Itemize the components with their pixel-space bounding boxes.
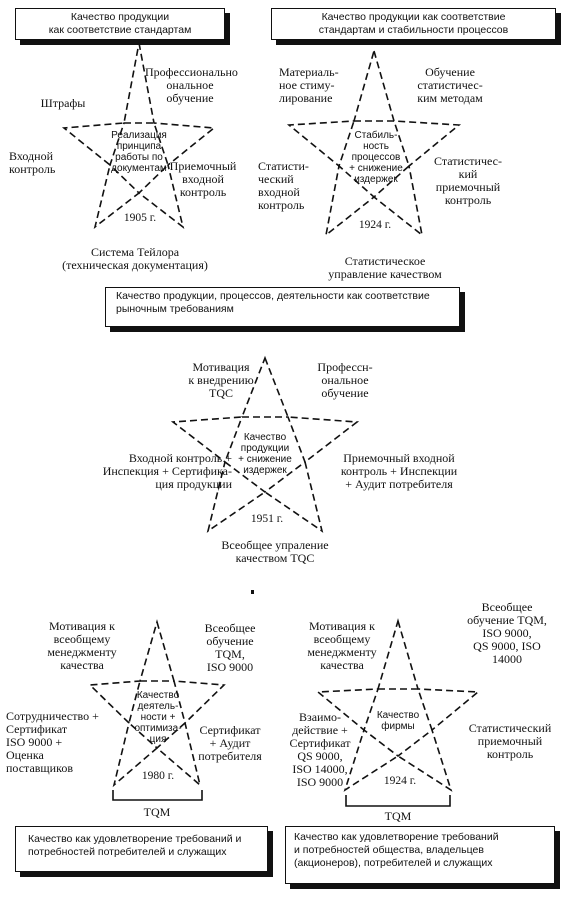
center-text-statistical: Стабиль- ность процессов + снижение изде… [349,130,403,185]
label-tqm-training-1: Всеобщее обучение TQM, ISO 9000 [204,621,256,674]
caption-taylor-system: Система Тейлора (техническая документаци… [62,245,208,272]
label-acceptance-inspection-audit: Приемочный входной контроль + Инспекции … [340,451,458,491]
caption-statistical-management: Статистическое управление качеством [328,254,442,281]
tqm-1980-base-bracket [112,790,203,801]
label-tqm-training-2: Всеобщее обучение TQM, ISO 9000, QS 9000… [467,600,547,666]
header-box-statistical: Качество продукции как соответствие стан… [271,8,556,40]
label-interaction-cert: Взаимо- действие + Сертификат QS 9000, I… [289,710,351,789]
label-material-incentive: Материаль- ное стиму- лирование [279,65,339,105]
star-inner-polygon-tqm-1980 [128,680,186,750]
label-input-inspection-cert: Входной контроль + Инспекция + Сертифика… [102,451,232,491]
year-1980: 1980 г. [141,770,175,782]
label-stat-input-control: Статисти- ческий входной контроль [258,159,309,212]
year-1924-a: 1924 г. [358,219,392,231]
tqm-firm-base-bracket [345,795,451,807]
label-acceptance-control-1: Приемочный входной контроль [169,159,237,199]
star-outline-tqc [170,355,360,533]
year-1951: 1951 г. [250,513,284,525]
year-1905: 1905 г. [123,212,157,224]
year-1924-b: 1924 г. [383,775,417,787]
label-cert-audit: Сертификат + Аудит потребителя [198,723,262,763]
caption-tqc: Всеобщее упраление качеством TQC [221,538,329,565]
label-tqm-motivation-2: Мотивация к всеобщему менеджменту качест… [307,619,377,672]
star-inner-polygon-statistical [338,120,410,199]
center-text-tqc: Качество продукции + снижение издержек [238,432,292,476]
footer-box-tqm-2: Качество как удовлетворение требований и… [285,826,555,884]
star-inner-polygon-tqm-firm [363,688,433,758]
star-outline-tqm-firm [315,618,481,792]
label-stat-methods-training: Обучение статистичес- ким методам [417,65,483,105]
label-input-control-1: Входной контроль [9,149,56,176]
center-text-taylor: Реализация принципа работы по документам [111,130,167,174]
header-box-taylor: Качество продукции как соответствие стан… [15,8,225,40]
label-prof-training-1: Профессионально ональное обучение [145,65,238,105]
caption-tqm-2: TQM [384,809,412,823]
caption-tqm-1: TQM [143,805,171,819]
label-prof-training-3: Профессн- ональное обучение [317,360,373,400]
label-cooperation-cert: Сотрудничество + Сертификат ISO 9000 + О… [6,709,99,775]
stray-mark [251,590,254,594]
label-fines: Штрафы [40,96,86,110]
star-inner-polygon-tqc [224,416,306,493]
center-text-tqm-1980: Качество деятель- ности + оптимиза- ция [134,690,182,745]
header-box-tqc: Качество продукции, процессов, деятельно… [105,287,460,327]
star-inner-polygon-taylor [109,122,169,195]
center-text-tqm-firm: Качество фирмы [376,710,420,732]
footer-box-tqm-1: Качество как удовлетворение требований и… [15,826,268,872]
label-tqc-motivation: Мотивация к внедрению TQC [188,360,254,400]
label-stat-acceptance-control: Статистичес- кий приемочный контроль [434,154,502,207]
label-tqm-motivation-1: Мотивация к всеобщему менеджменту качест… [47,619,117,672]
label-stat-acceptance-control-2: Статистический приемочный контроль [468,721,552,761]
